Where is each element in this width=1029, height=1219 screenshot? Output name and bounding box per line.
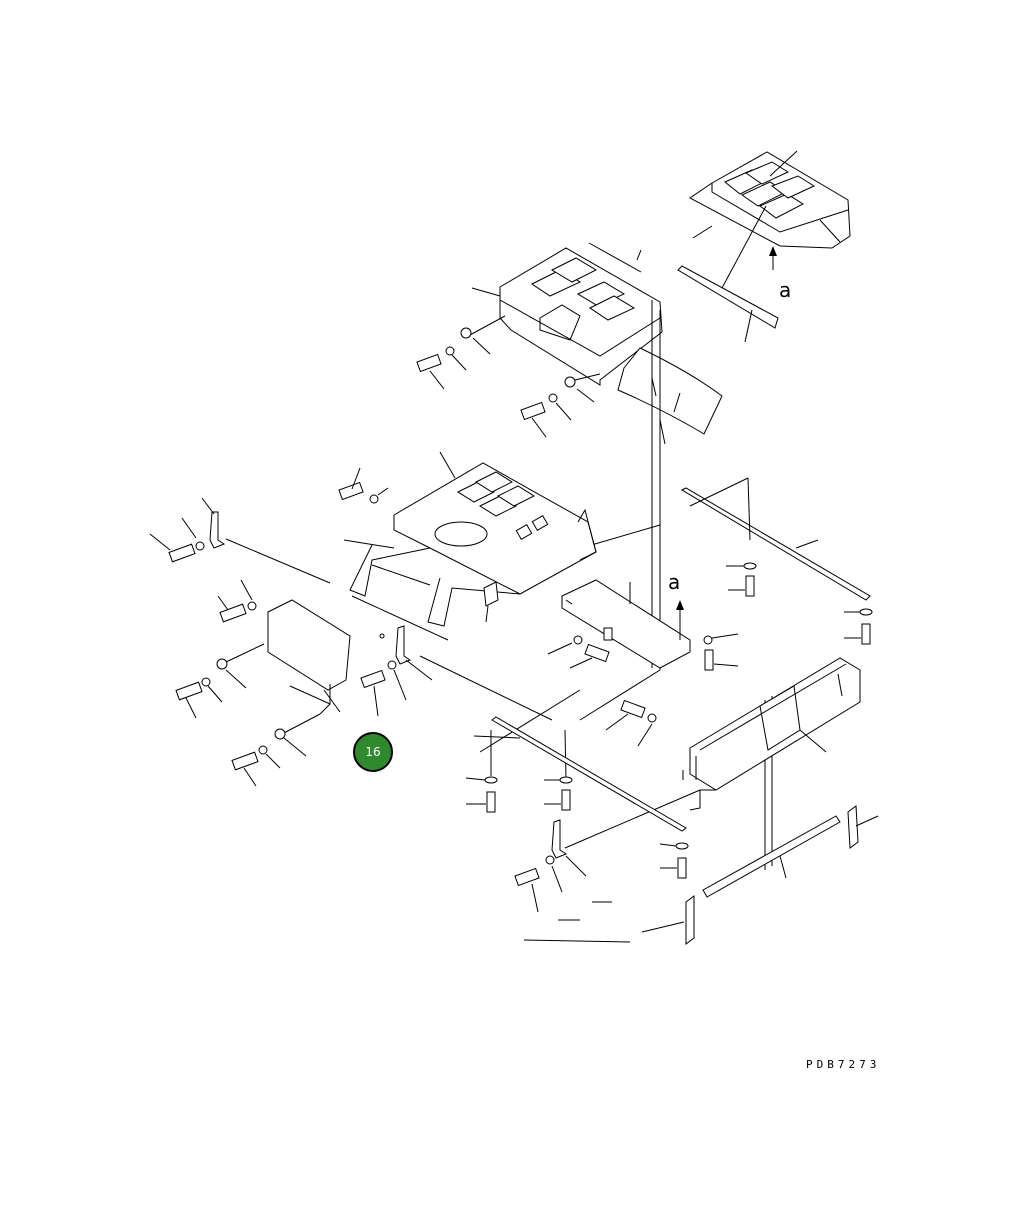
top-cover-panel (689, 150, 851, 249)
upper-duct-panel (617, 347, 723, 445)
center-right-fasteners (547, 633, 739, 747)
center-latch-and-bolt (360, 625, 433, 717)
top-cover-seal-strip (677, 205, 779, 343)
main-frame-cover (343, 451, 597, 641)
left-latch-upper (201, 497, 226, 549)
part-callout-badge[interactable]: 16 (353, 732, 393, 772)
lower-rail (473, 716, 687, 832)
center-right-bracket (561, 579, 691, 669)
left-side-cover (267, 599, 351, 735)
frame-bracket (483, 581, 499, 623)
view-marker-mid: a (668, 570, 681, 594)
seal-end-pad-right (847, 805, 879, 849)
right-rail-fasteners (726, 562, 873, 645)
right-upper-rail (680, 477, 871, 601)
part-callout-label: 16 (365, 745, 381, 759)
upper-fasteners (416, 315, 601, 438)
left-fasteners (149, 517, 307, 787)
center-upper-fasteners (338, 467, 389, 504)
right-side-panel (682, 657, 861, 811)
lower-fasteners (465, 776, 689, 879)
view-marker-top: a (779, 278, 792, 302)
drawing-code-label: PDB7273 (806, 1058, 881, 1071)
view-arrow-mid (676, 600, 684, 640)
lower-latch-and-bolt (514, 819, 631, 943)
long-seal-strip (702, 815, 841, 898)
upper-middle-cover (471, 242, 663, 386)
view-arrow-top (769, 246, 777, 270)
seal-end-pad-lower (641, 895, 695, 945)
